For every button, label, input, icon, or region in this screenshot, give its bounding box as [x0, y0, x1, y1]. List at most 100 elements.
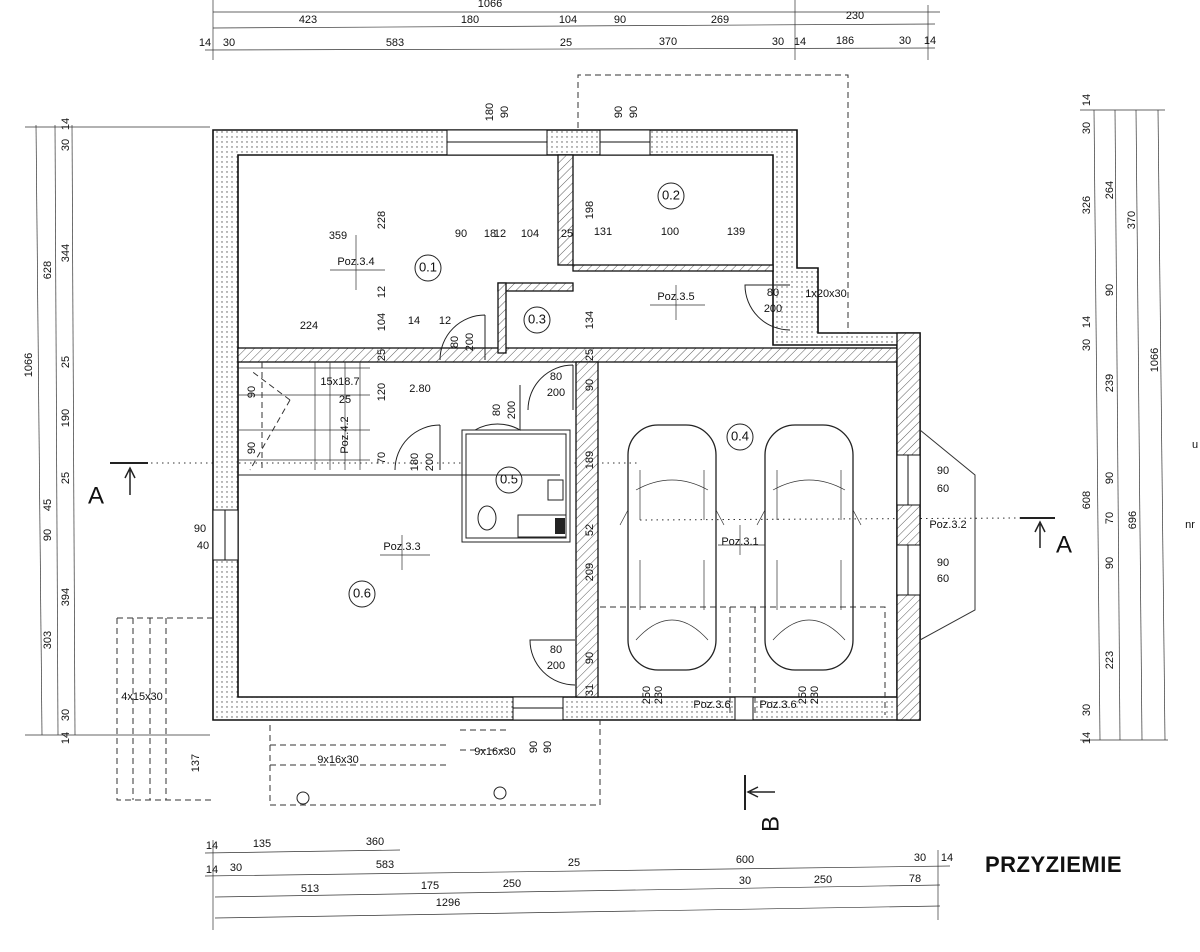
dimension-label: 14 — [1081, 732, 1093, 744]
dimension-label: 230 — [809, 686, 821, 704]
dimension-label: 230 — [653, 686, 665, 704]
dimension-label: 139 — [727, 226, 745, 238]
dimension-label: 25 — [60, 356, 72, 368]
opening-size-label: 200 — [506, 401, 518, 419]
dimension-label: 52 — [584, 524, 596, 536]
dimension-label: 90 — [1104, 284, 1116, 296]
dimension-label: 90 — [42, 529, 54, 541]
dimension-label: 269 — [711, 14, 729, 26]
dimension-label: 224 — [300, 320, 318, 332]
opening-size-label: 90 — [628, 106, 640, 118]
dimension-label: 303 — [42, 631, 54, 649]
dimension-label: 90 — [246, 442, 258, 454]
dimension-label: 264 — [1104, 181, 1116, 199]
dimension-label: 14 — [408, 315, 420, 327]
dimension-label: 30 — [899, 35, 911, 47]
dimension-label: 90 — [1104, 472, 1116, 484]
dimension-label: 104 — [521, 228, 539, 240]
dimension-label: 30 — [60, 709, 72, 721]
dimension-lines — [25, 0, 1168, 930]
stair-label: 4x15x30 — [121, 691, 163, 703]
dimension-label: 137 — [190, 754, 202, 772]
dimension-label: 12 — [376, 286, 388, 298]
dimension-label: 250 — [503, 878, 521, 890]
dimension-label: 104 — [559, 14, 577, 26]
dimension-label: 239 — [1104, 374, 1116, 392]
room-number: 0.2 — [662, 187, 680, 202]
dimension-label: 90 — [246, 386, 258, 398]
opening-size-label: 90 — [528, 741, 540, 753]
dimension-label: 14 — [206, 840, 218, 852]
dimension-label: 14 — [1081, 316, 1093, 328]
interior-walls — [237, 154, 921, 721]
dimension-label: 583 — [376, 859, 394, 871]
dimension-label: 25 — [376, 349, 388, 361]
windows — [212, 129, 921, 721]
stair-label: 25 — [339, 394, 351, 406]
dimension-label: 30 — [1081, 122, 1093, 134]
dimension-label: 186 — [836, 35, 854, 47]
drawing-title: PRZYZIEMIE — [985, 852, 1123, 877]
opening-size-label: 90 — [194, 523, 206, 535]
stair-label: 9x16x30 — [474, 746, 516, 758]
dimension-label: 12 — [439, 315, 451, 327]
dimension-label: 30 — [739, 875, 751, 887]
dimension-label: 2.80 — [409, 383, 430, 395]
dimension-label: 30 — [223, 37, 235, 49]
room-number: 0.6 — [353, 585, 371, 600]
opening-size-label: 90 — [613, 106, 625, 118]
opening-size-label: 80 — [449, 336, 461, 348]
dimension-label: 360 — [366, 836, 384, 848]
room-number: 0.3 — [528, 311, 546, 326]
dimension-label: 18 — [484, 228, 496, 240]
dimension-label: 696 — [1127, 511, 1139, 529]
opening-size-label: 200 — [464, 333, 476, 351]
dimension-label: 90 — [584, 379, 596, 391]
dimension-label: 344 — [60, 244, 72, 262]
dimension-label: 134 — [584, 311, 596, 329]
section-mark-a-left: A — [88, 482, 104, 509]
dimension-label: 14 — [941, 852, 953, 864]
opening-size-label: 90 — [542, 741, 554, 753]
dimension-label: 104 — [376, 313, 388, 331]
dimension-label: 14 — [60, 732, 72, 744]
dimension-label: 513 — [301, 883, 319, 895]
beam-position-label: Poz.3.6 — [693, 699, 730, 711]
parking-spots — [600, 606, 886, 715]
dimension-label: 25 — [60, 472, 72, 484]
opening-size-label: 60 — [937, 483, 949, 495]
dimension-label: 30 — [1081, 704, 1093, 716]
margin-note: u — [1192, 439, 1198, 451]
beam-position-label: Poz.3.5 — [657, 291, 694, 303]
opening-size-label: 80 — [767, 287, 779, 299]
exterior-steps — [116, 617, 601, 806]
dimension-label: 1066 — [23, 353, 35, 377]
opening-size-label: 90 — [937, 557, 949, 569]
dimension-label: 608 — [1081, 491, 1093, 509]
dimension-label: 175 — [421, 880, 439, 892]
dimension-label: 228 — [376, 211, 388, 229]
dimension-label: 370 — [1126, 211, 1138, 229]
dimension-label: 30 — [1081, 339, 1093, 351]
dimension-label: 25 — [561, 228, 573, 240]
opening-size-label: 200 — [547, 387, 565, 399]
opening-size-label: 80 — [491, 404, 503, 416]
car-left — [619, 424, 725, 671]
dimension-label: 90 — [614, 14, 626, 26]
dimension-label: 583 — [386, 37, 404, 49]
opening-size-label: 200 — [547, 660, 565, 672]
opening-size-label: 90 — [499, 106, 511, 118]
opening-size-label: 180 — [409, 453, 421, 471]
dimension-label: 90 — [455, 228, 467, 240]
bathroom-fixtures — [477, 479, 567, 538]
dimension-label: 30 — [60, 139, 72, 151]
dimension-label: 223 — [1104, 651, 1116, 669]
staircase — [238, 362, 560, 476]
dimension-label: 25 — [560, 37, 572, 49]
opening-size-label: 80 — [550, 644, 562, 656]
dimension-label: 1296 — [436, 897, 460, 909]
dimension-label: 12 — [494, 228, 506, 240]
dimension-label: 78 — [909, 873, 921, 885]
dimension-label: 189 — [584, 451, 596, 469]
dimension-label: 370 — [659, 36, 677, 48]
